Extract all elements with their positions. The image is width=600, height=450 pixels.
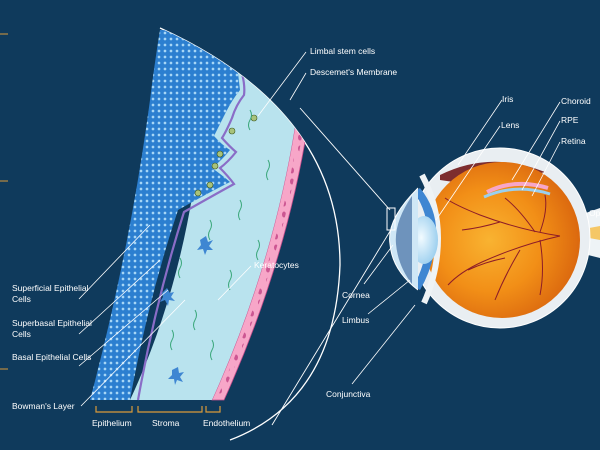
limbal-stem-cells	[194, 114, 258, 197]
label-endothelium: Endothelium	[203, 418, 251, 428]
retina-band	[483, 187, 551, 199]
edge-ticks	[0, 33, 8, 370]
zoom-connector-lines	[271, 107, 393, 426]
keratocyte-cells	[160, 236, 213, 385]
leader-lines	[78, 51, 561, 407]
label-cornea: Cornea	[342, 290, 370, 300]
ciliary-body	[419, 173, 442, 305]
label-optic-nerve-partial: Op	[589, 208, 600, 218]
label-bowmans-layer: Bowman's Layer	[12, 401, 75, 411]
label-descemets-membrane: Descemet's Membrane	[310, 67, 398, 77]
label-keratocytes: Keratocytes	[254, 260, 299, 270]
label-limbus: Limbus	[342, 315, 370, 325]
eyeball	[389, 147, 600, 329]
bowmans-layer-line	[136, 55, 246, 401]
label-lens: Lens	[501, 120, 520, 130]
label-superficial-epithelial-cells: Superficial Epithelial Cells	[12, 283, 89, 304]
retina-ball	[424, 162, 580, 318]
label-conjunctiva: Conjunctiva	[326, 389, 371, 399]
label-retina: Retina	[561, 136, 586, 146]
label-choroid: Choroid	[561, 96, 591, 106]
stroma-fibers	[170, 109, 270, 361]
label-superbasal-epithelial-cells: Superbasal Epithelial Cells	[12, 318, 92, 339]
label-basal-epithelial-cells: Basal Epithelial Cells	[12, 352, 92, 362]
cornea-cross-section	[90, 30, 313, 401]
zoom-box	[386, 207, 396, 231]
rpe-band	[486, 181, 549, 194]
label-iris: Iris	[502, 94, 514, 104]
label-epithelium: Epithelium	[92, 418, 132, 428]
label-stroma: Stroma	[152, 418, 180, 428]
stroma-layer	[130, 30, 300, 400]
iris	[414, 188, 437, 290]
blood-vessels	[444, 194, 561, 301]
label-rpe: RPE	[561, 115, 579, 125]
label-limbal-stem-cells: Limbal stem cells	[310, 46, 376, 56]
section-brackets	[95, 406, 221, 413]
